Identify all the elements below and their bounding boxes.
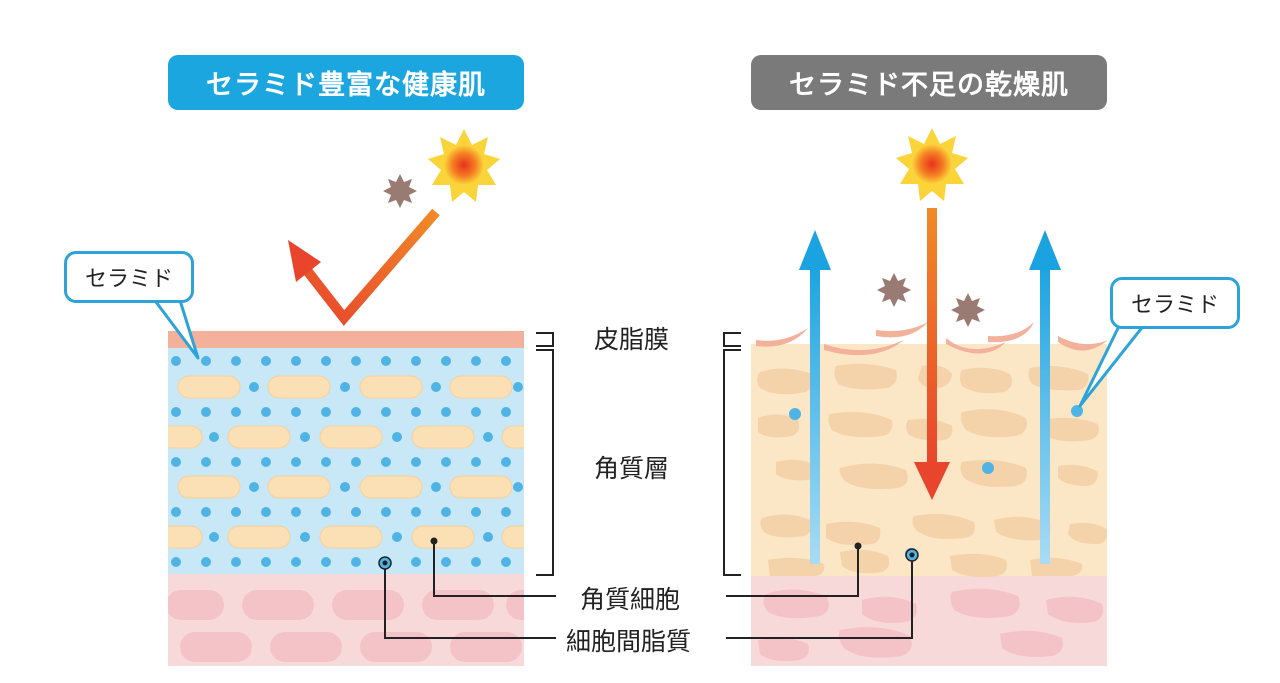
- corneocytes-left: [168, 375, 524, 549]
- moisture-escape-arrow-right: [1029, 230, 1061, 564]
- intercellular-lipid-label: 細胞間脂質: [566, 627, 692, 656]
- uv-penetration-arrow: [914, 208, 950, 500]
- ceramide-dots-left: [171, 356, 523, 567]
- lipid-leader-right: [726, 555, 913, 639]
- dermis-cells-left: [168, 590, 524, 662]
- lipid-leader-left: [384, 563, 556, 639]
- dermis-cells-right: [758, 588, 1103, 662]
- sebum-film-label: 皮脂膜: [594, 325, 670, 354]
- leader-endpoints-lipid: [378, 548, 919, 570]
- sebum-scales-right: [756, 322, 1108, 356]
- corneocytes-right: [757, 363, 1107, 578]
- reflected-uv-arrow: [288, 208, 440, 326]
- healthy-skin-panel: [168, 208, 524, 666]
- stratum-bracket-left: [536, 349, 554, 576]
- stratum-bracket-right: [723, 349, 741, 576]
- sebum-bracket-right: [723, 332, 741, 347]
- sebum-bracket-left: [536, 332, 554, 347]
- stratum-corneum-label: 角質層: [594, 454, 670, 483]
- pollutant-icon: [951, 293, 985, 327]
- ceramide-callout-right: セラミド: [1110, 277, 1240, 329]
- corneocyte-leader-right: [726, 546, 859, 597]
- dry-skin-panel: [751, 208, 1108, 666]
- ceramide-callout-left: セラミド: [64, 251, 194, 303]
- leader-endpoints: [430, 537, 862, 550]
- healthy-skin-title: セラミド豊富な健康肌: [168, 55, 524, 110]
- pollutant-icon: [877, 273, 911, 307]
- sun-icon: [428, 129, 500, 202]
- pollutant-icon: [383, 174, 417, 208]
- moisture-escape-arrow-left: [799, 230, 831, 564]
- corneocyte-leader-left: [433, 541, 556, 597]
- sebum-film-left: [168, 331, 524, 348]
- dry-skin-title: セラミド不足の乾燥肌: [751, 55, 1107, 110]
- sun-icon: [896, 128, 968, 201]
- corneocyte-label: 角質細胞: [580, 585, 681, 614]
- center-annotations: [384, 332, 913, 639]
